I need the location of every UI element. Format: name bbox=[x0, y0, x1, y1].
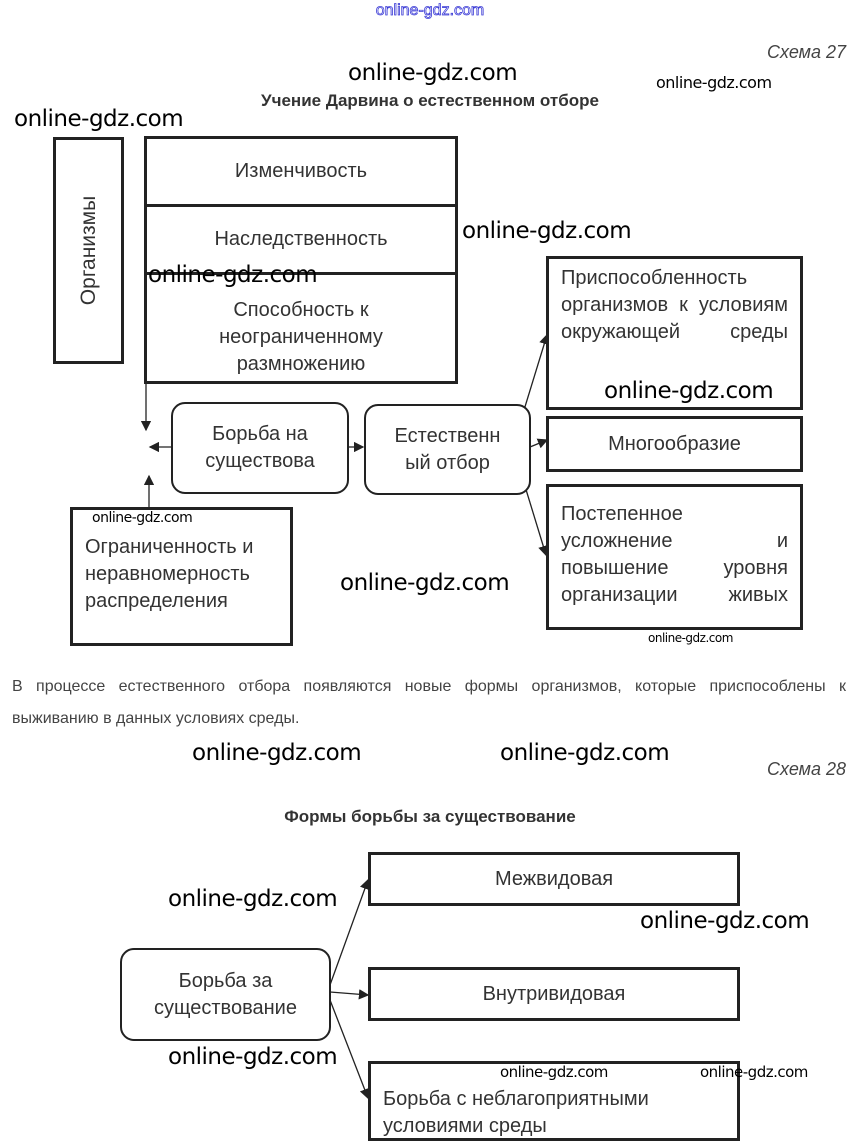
watermark: online-gdz.com bbox=[168, 1044, 338, 1070]
property-variability: Изменчивость bbox=[144, 136, 458, 207]
form-intraspecies: Внутривидовая bbox=[368, 967, 740, 1021]
watermark: online-gdz.com bbox=[148, 262, 318, 288]
arrow-to-complexity bbox=[523, 482, 549, 557]
schema-28-title: Формы борьбы за существование bbox=[284, 807, 576, 826]
organisms-box: Организмы bbox=[53, 137, 124, 364]
property-heredity: Наследственность bbox=[144, 204, 458, 275]
form-interspecies: Межвидовая bbox=[368, 852, 740, 906]
result-diversity: Многообразие bbox=[546, 416, 803, 472]
top-watermark: online-gdz.com bbox=[375, 2, 485, 20]
watermark: online-gdz.com bbox=[14, 106, 184, 132]
watermark: online-gdz.com bbox=[604, 378, 774, 404]
watermark: online-gdz.com bbox=[168, 886, 338, 912]
limitation-box: Ограниченность и неравномерность распред… bbox=[70, 507, 293, 646]
arrow-to-conditions bbox=[329, 999, 370, 1100]
property-reproduction: Способность к неограниченному размножени… bbox=[144, 272, 458, 384]
watermark: online-gdz.com bbox=[348, 60, 518, 86]
schema-27-label: Схема 27 bbox=[767, 42, 846, 62]
watermark: online-gdz.com bbox=[340, 570, 510, 596]
form-conditions: Борьба с неблагоприятными условиями сред… bbox=[368, 1061, 740, 1141]
struggle-root-box: Борьба за существование bbox=[120, 948, 331, 1041]
schema-28-label: Схема 28 bbox=[767, 759, 846, 779]
arrow-to-interspecies bbox=[329, 878, 370, 986]
watermark: online-gdz.com bbox=[656, 73, 772, 92]
watermark: online-gdz.com bbox=[462, 218, 632, 244]
watermark: online-gdz.com bbox=[500, 740, 670, 766]
arrow-to-diversity bbox=[529, 438, 549, 449]
natural-selection-box: Естественн ый отбор bbox=[364, 404, 531, 495]
watermark: online-gdz.com bbox=[648, 631, 733, 645]
watermark: online-gdz.com bbox=[640, 908, 810, 934]
watermark: online-gdz.com bbox=[500, 1063, 608, 1081]
result-complexity: Постепенное усложнение и повышение уровн… bbox=[546, 484, 803, 630]
conclusion-paragraph: В процессе естественного отбора появляют… bbox=[12, 678, 846, 727]
arrow-to-intraspecies bbox=[329, 989, 370, 1000]
organisms-label: Организмы bbox=[77, 195, 101, 306]
struggle-box: Борьба на существова bbox=[171, 402, 349, 494]
watermark: online-gdz.com bbox=[700, 1063, 808, 1081]
watermark: online-gdz.com bbox=[192, 740, 362, 766]
watermark: online-gdz.com bbox=[92, 510, 193, 526]
schema-27-title: Учение Дарвина о естественном отборе bbox=[261, 91, 599, 110]
arrow-to-adaptation bbox=[523, 333, 550, 411]
result-adaptation: Приспособленность организмов к условиям … bbox=[546, 256, 803, 410]
